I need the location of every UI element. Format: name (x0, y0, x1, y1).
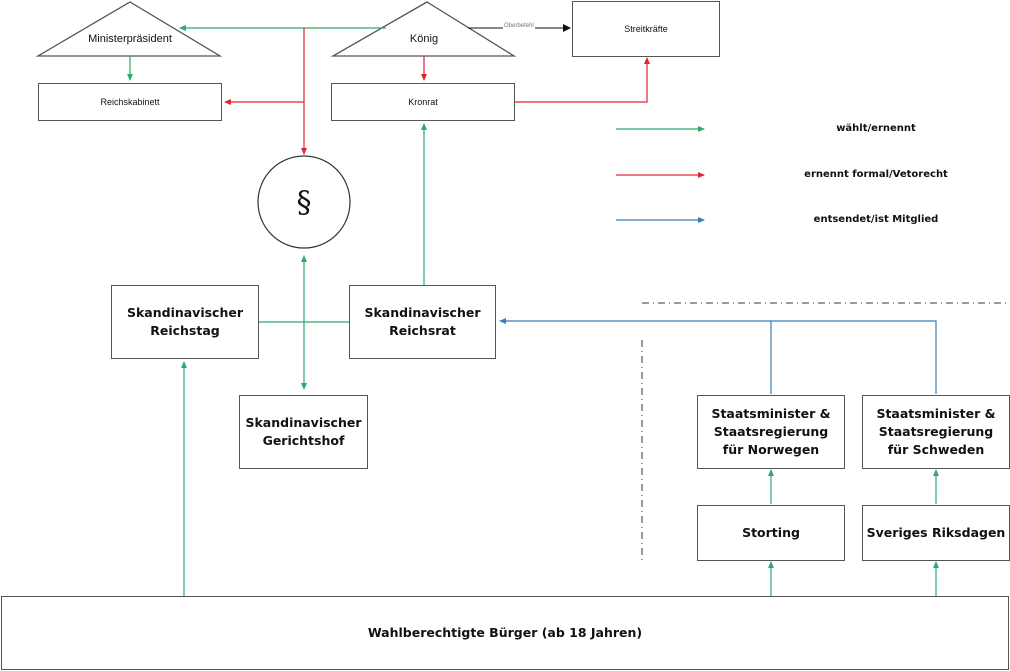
ministerpraesident-triangle[interactable] (35, 1, 223, 57)
storting-node[interactable]: Storting (697, 505, 845, 561)
verfassung-circle[interactable] (257, 155, 351, 249)
kronrat-node[interactable]: Kronrat (331, 83, 515, 121)
streitkraefte-label: Streitkräfte (624, 24, 668, 34)
riksdagen-node[interactable]: Sveriges Riksdagen (862, 505, 1010, 561)
storting-label: Storting (742, 525, 800, 540)
reichstag-label-line1: Skandinavischer (126, 305, 244, 320)
regierung-schweden-node[interactable]: Staatsminister & Staatsregierung für Sch… (862, 395, 1010, 469)
reichsrat-label-line2: Reichsrat (389, 323, 456, 338)
buerger-label: Wahlberechtigte Bürger (ab 18 Jahren) (367, 625, 643, 640)
gerichtshof-label-line2: Gerichtshof (262, 433, 345, 448)
koenig-triangle[interactable] (330, 1, 517, 57)
reichstag-label-line2: Reichstag (150, 323, 220, 338)
regierung-norwegen-line2: Staatsregierung (713, 424, 829, 439)
edge-norwegen-reichsrat (499, 318, 772, 394)
gerichtshof-node[interactable]: Skandinavischer Gerichtshof (239, 395, 368, 469)
edge-schweden-reichsrat (771, 320, 937, 394)
reichstag-node[interactable]: Skandinavischer Reichstag (111, 285, 259, 359)
kronrat-label: Kronrat (408, 97, 438, 107)
regierung-schweden-line1: Staatsminister & (876, 406, 996, 421)
reichskabinett-node[interactable]: Reichskabinett (38, 83, 222, 121)
oberbefehl-label: Oberbefehl (503, 23, 535, 29)
legend-label-entsendet: entsendet/ist Mitglied (813, 214, 939, 225)
streitkraefte-node[interactable]: Streitkräfte (572, 1, 720, 57)
edge-kronrat-streitkraefte (514, 57, 650, 103)
regierung-schweden-line3: für Schweden (887, 442, 985, 457)
legend-label-ernennt-formal: ernennt formal/Vetorecht (804, 169, 948, 180)
koenig-label: König (409, 33, 439, 45)
buerger-node[interactable]: Wahlberechtigte Bürger (ab 18 Jahren) (1, 596, 1009, 670)
reichsrat-label-line1: Skandinavischer (364, 305, 481, 320)
regierung-schweden-line2: Staatsregierung (878, 424, 994, 439)
reichsrat-node[interactable]: Skandinavischer Reichsrat (349, 285, 496, 359)
regierung-norwegen-line3: für Norwegen (722, 442, 820, 457)
riksdagen-label: Sveriges Riksdagen (866, 525, 1006, 540)
ministerpraesident-label: Ministerpräsident (88, 33, 172, 45)
paragraph-symbol: § (296, 185, 312, 221)
regierung-norwegen-line1: Staatsminister & (711, 406, 831, 421)
reichskabinett-label: Reichskabinett (100, 97, 160, 107)
regierung-norwegen-node[interactable]: Staatsminister & Staatsregierung für Nor… (697, 395, 845, 469)
gerichtshof-label-line1: Skandinavischer (245, 415, 362, 430)
legend-label-waehlt: wählt/ernennt (836, 123, 916, 134)
